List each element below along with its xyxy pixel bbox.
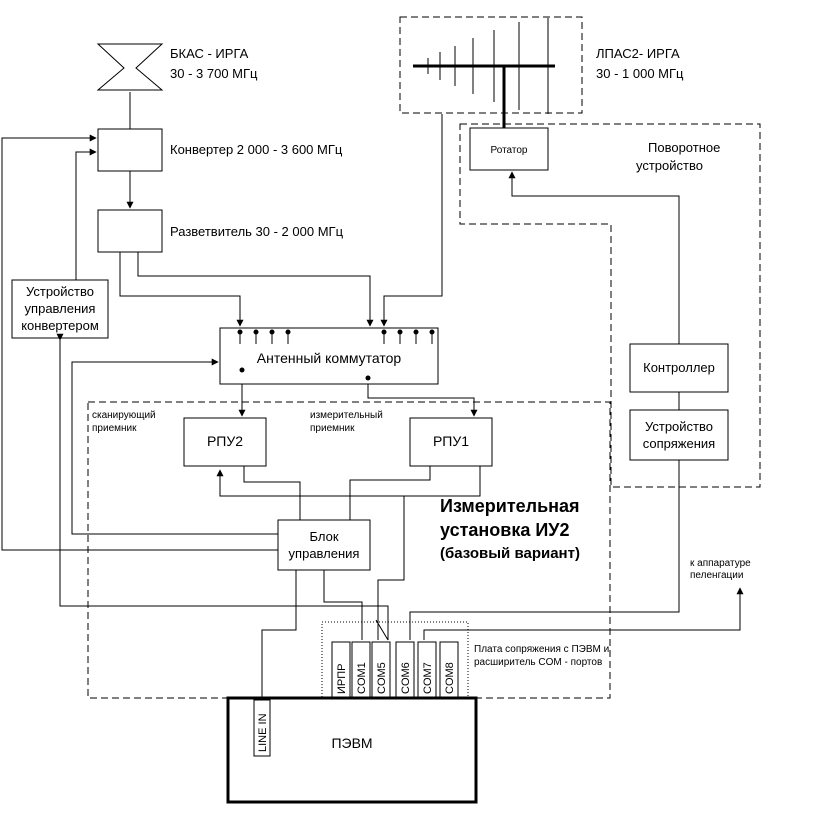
line-in-port: LINE IN <box>253 699 271 757</box>
meas-receiver-line2: приемник <box>310 423 355 434</box>
installation-title-line2: установка ИУ2 <box>440 520 570 540</box>
rotary-device-line1: Поворотное <box>648 140 720 155</box>
svg-text:ИРПР: ИРПР <box>336 664 348 695</box>
port-com1: COM1 <box>351 641 371 699</box>
converter-label: Конвертер 2 000 - 3 600 МГц <box>170 142 343 157</box>
board-line2: расширитель COM - портов <box>474 657 602 668</box>
interface-device-line1: Устройство <box>645 419 713 434</box>
antenna-2-name: ЛПАС2- ИРГА <box>596 46 680 61</box>
svg-text:COM6: COM6 <box>400 662 412 694</box>
port-com8: COM8 <box>439 641 459 699</box>
converter-ctrl-box <box>11 279 109 339</box>
controller-label: Контроллер <box>643 360 715 375</box>
controller-box <box>629 343 729 393</box>
interface-device-box <box>629 409 729 461</box>
antenna-2-frame <box>399 16 583 114</box>
df-equipment-line1: к аппаратуре <box>690 558 751 569</box>
control-unit-line2: управления <box>289 546 360 561</box>
converter-box <box>97 128 163 172</box>
svg-text:COM1: COM1 <box>356 662 368 694</box>
control-unit-box <box>277 519 371 571</box>
svg-text:COM8: COM8 <box>444 662 456 694</box>
splitter-label: Разветвитель 30 - 2 000 МГц <box>170 224 344 239</box>
svg-text:LINE IN: LINE IN <box>257 713 269 752</box>
df-equipment-line2: пеленгации <box>690 570 743 581</box>
rotator-box <box>469 127 549 171</box>
converter-ctrl-line1: Устройство <box>26 284 94 299</box>
pc-label: ПЭВМ <box>331 735 372 751</box>
installation-title-line3: (базовый вариант) <box>440 545 580 562</box>
port-com6: COM6 <box>395 641 415 699</box>
antenna-2-icon <box>413 18 555 128</box>
port-com5: COM5 <box>371 641 391 699</box>
antenna-1-name: БКАС - ИРГА <box>170 46 249 61</box>
port-com7: COM7 <box>417 641 437 699</box>
splitter-box <box>97 209 163 253</box>
rpu2-label: РПУ2 <box>207 433 243 449</box>
rotator-label: Ротатор <box>491 145 528 156</box>
svg-text:COM5: COM5 <box>376 662 388 694</box>
interface-device-line2: сопряжения <box>643 436 715 451</box>
scan-receiver-line2: приемник <box>92 423 137 434</box>
rpu2-box <box>183 417 267 467</box>
rotary-device-line2: устройство <box>636 158 703 173</box>
control-unit-line1: Блок <box>309 529 338 544</box>
rpu1-box <box>409 417 493 467</box>
svg-text:COM7: COM7 <box>422 662 434 694</box>
rotary-device-frame <box>459 123 761 488</box>
antenna-1-range: 30 - 3 700 МГц <box>170 66 258 81</box>
antenna-2-range: 30 - 1 000 МГц <box>596 66 684 81</box>
scan-receiver-line1: сканирующий <box>92 410 156 421</box>
meas-receiver-line1: измерительный <box>310 410 383 421</box>
switch-input-ports <box>237 329 435 344</box>
antenna-switch-label: Антенный коммутатор <box>257 350 402 366</box>
antenna-1-icon <box>96 43 164 129</box>
board-line1: Плата сопряжения с ПЭВМ и <box>474 644 609 655</box>
rpu1-label: РПУ1 <box>433 433 469 449</box>
installation-title-line1: Измерительная <box>440 496 580 516</box>
converter-ctrl-line3: конвертером <box>21 318 99 333</box>
converter-ctrl-line2: управления <box>25 301 96 316</box>
port-irpr: ИРПР <box>331 641 351 699</box>
